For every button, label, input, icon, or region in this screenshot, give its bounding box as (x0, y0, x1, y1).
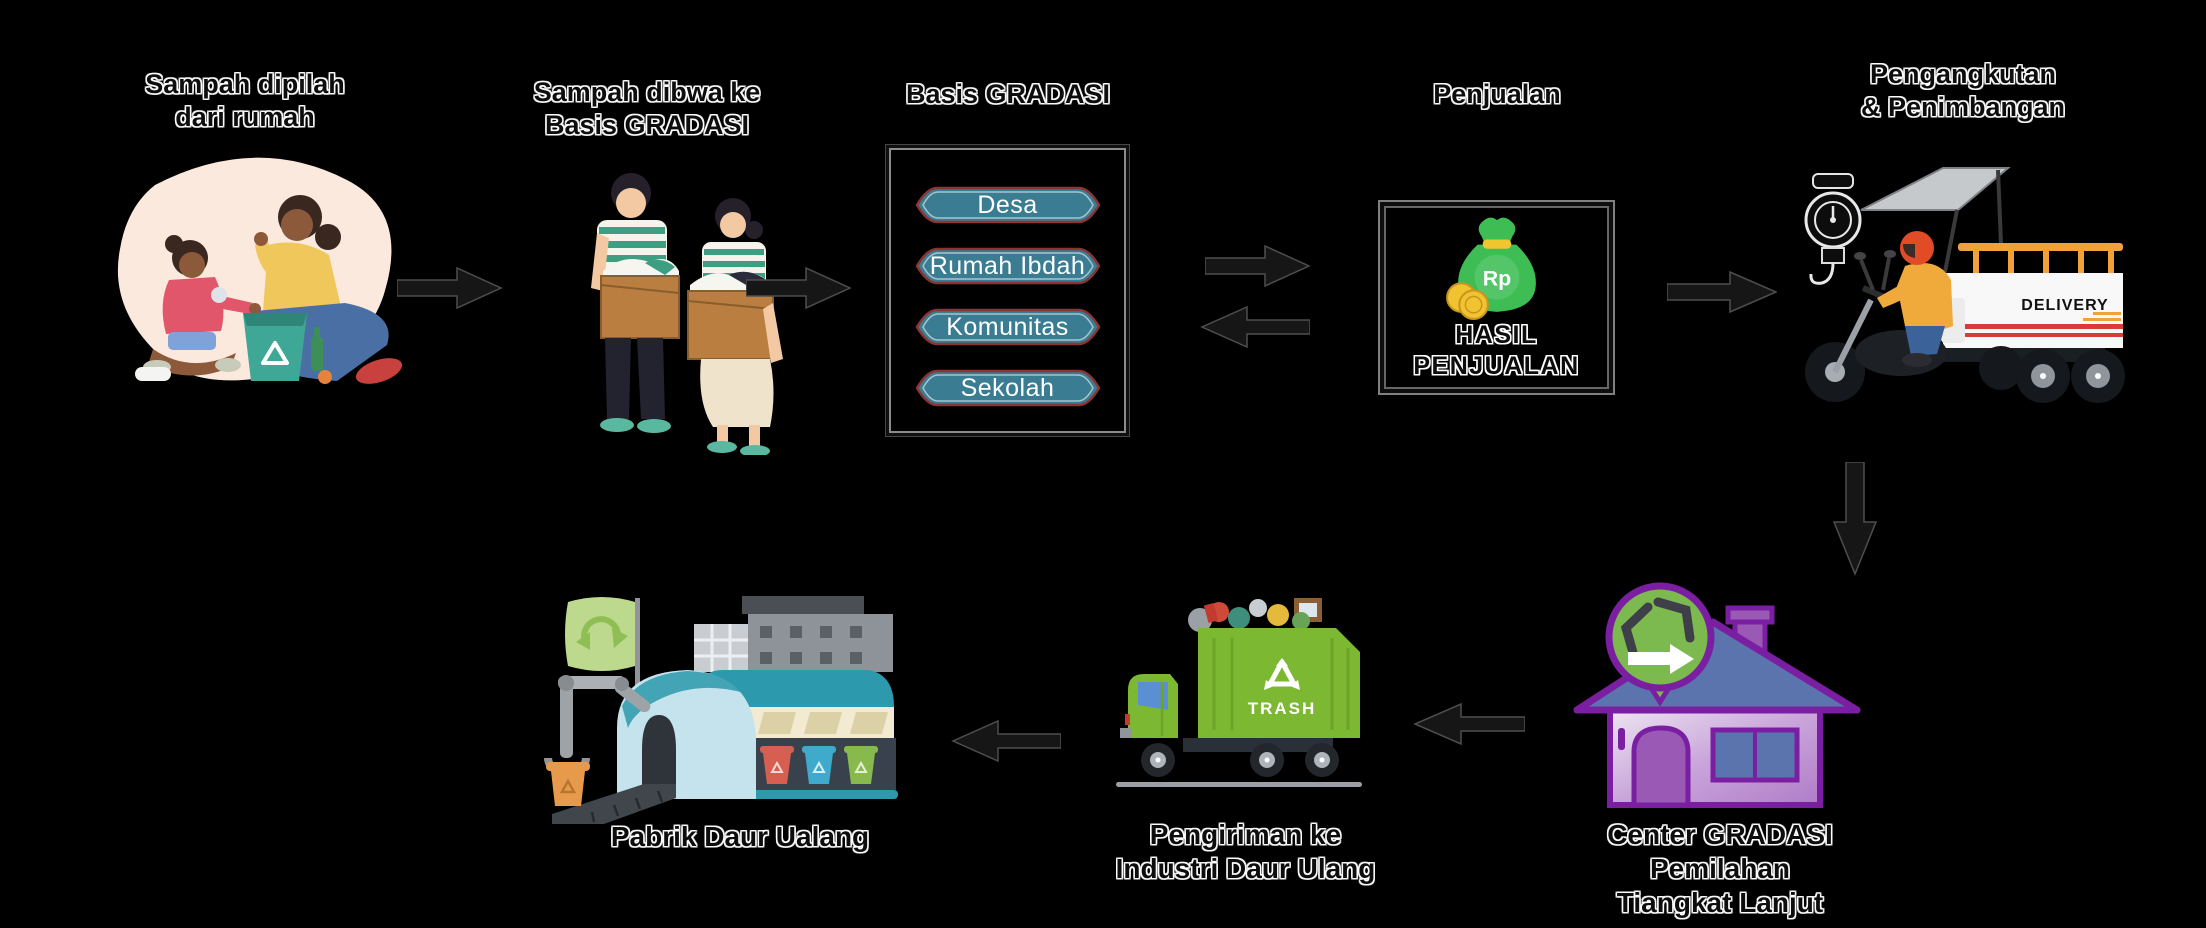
wheel (1979, 346, 2023, 390)
label-line: & Penimbangan (1860, 91, 2066, 122)
recycle-badge (1605, 582, 1715, 707)
cardboard-box-2 (687, 271, 774, 360)
label-pabrik: Pabrik Daur Ualang (560, 820, 920, 854)
house-door (1631, 725, 1691, 808)
helmet (1900, 231, 1934, 265)
hasil-penjualan-box: Rp HASIL PENJUALAN (1380, 202, 1613, 393)
illustration-delivery-trike: DELIVERY (1804, 167, 2125, 403)
man-pants (605, 338, 665, 419)
hasil-penjualan-text: HASIL PENJUALAN (1413, 320, 1579, 383)
green-bin (844, 746, 878, 784)
woman-sweater (263, 242, 341, 316)
arrow-left-icon (1200, 305, 1310, 349)
illustration-trash-truck: TRASH (1116, 598, 1362, 787)
label-line: Pengangkutan (1869, 59, 2057, 89)
basis-badge-desa: Desa (913, 184, 1103, 226)
wheel (1250, 743, 1284, 777)
factory-buildings (694, 596, 893, 672)
money-bag-icon: Rp (1445, 217, 1536, 320)
label-line: Basis GRADASI (905, 79, 1111, 109)
recycle-icon (1620, 597, 1695, 674)
wheel (1305, 743, 1339, 777)
arrow-left-icon (1413, 702, 1525, 746)
badge-shape (915, 369, 1100, 407)
basis-badge-sekolah: Sekolah (913, 367, 1103, 409)
illustration-couple-carrying-boxes (591, 173, 783, 455)
recycle-icon (576, 616, 628, 650)
red-bin (760, 746, 794, 784)
cargo-bed: DELIVERY (1943, 243, 2123, 348)
label-line: Basis GRADASI (544, 109, 750, 140)
badge-label: Rumah Ibdah (929, 251, 1086, 280)
illustration-center-gradasi-house (1573, 582, 1861, 808)
label-sort-home: Sampah dipilah dari rumah (85, 68, 405, 134)
badge-label: Desa (977, 190, 1038, 219)
arrow-right-icon (397, 267, 502, 309)
label-pengiriman: Pengiriman ke Industri Daur Ulang (1063, 818, 1428, 886)
woman-skirt (700, 359, 774, 427)
arrow-right-icon (746, 267, 851, 309)
label-pengangkutan: Pengangkutan & Penimbangan (1803, 58, 2123, 124)
label-line: Industri Daur Ulang (1115, 853, 1376, 885)
rider (1877, 231, 1965, 367)
trash-pile (1188, 598, 1322, 632)
girl-sweater (162, 277, 224, 334)
rider-jeans (1905, 326, 1945, 356)
badge-label: Komunitas (946, 312, 1069, 341)
label-line: Pengiriman ke (1149, 819, 1342, 850)
blue-bin (802, 746, 836, 784)
robot-arm (544, 675, 651, 806)
illustration-family-sorting-waste (117, 157, 403, 384)
badge-shape (915, 247, 1100, 285)
badge-shape (915, 186, 1100, 224)
basis-gradasi-box: Desa Rumah Ibdah Komunitas Sekolah (886, 145, 1129, 436)
recycle-bin (243, 313, 307, 381)
label-basis-gradasi: Basis GRADASI (848, 78, 1168, 111)
wheel (1141, 743, 1175, 777)
conveyor-belt (552, 784, 676, 824)
label-line: Pemilahan (1649, 853, 1791, 885)
hanging-scale-icon (1804, 173, 1862, 285)
label-line: Sampah dipilah (145, 69, 345, 99)
basis-badge-komunitas: Komunitas (913, 306, 1103, 348)
illustration-recycling-factory (544, 596, 898, 824)
label-line: Pabrik Daur Ualang (610, 821, 870, 852)
cardboard-box-1 (600, 259, 680, 339)
label-line: Center GRADASI (1607, 819, 1833, 850)
trike-canopy (1860, 167, 2011, 211)
orange-bin (546, 762, 590, 806)
dome-arch (642, 715, 676, 793)
badge-shape (915, 308, 1100, 346)
hasil-line: HASIL (1455, 321, 1538, 349)
arrow-right-icon (1205, 245, 1310, 287)
delivery-label: DELIVERY (2021, 297, 2108, 314)
trash-label: TRASH (1248, 699, 1317, 718)
arrow-right-icon (1667, 271, 1777, 313)
arrow-left-icon (951, 720, 1061, 762)
label-line: Sampah dibwa ke (533, 77, 761, 107)
basis-badge-rumah-ibdah: Rumah Ibdah (913, 245, 1103, 287)
arrow-down-icon (1833, 462, 1877, 576)
label-line: dari rumah (175, 101, 315, 132)
label-line: Penjualan (1433, 79, 1561, 109)
label-line: Tiangkat Lanjut (1616, 887, 1824, 919)
recycle-flag (565, 597, 640, 693)
truck-box: TRASH (1198, 628, 1360, 738)
label-penjualan: Penjualan (1337, 78, 1657, 111)
penjualan-line: PENJUALAN (1413, 352, 1580, 381)
label-bring-to-basis: Sampah dibwa ke Basis GRADASI (487, 76, 807, 142)
badge-label: Sekolah (960, 373, 1055, 402)
truck-cab (1120, 674, 1178, 738)
recycle-icon (1264, 658, 1300, 690)
label-center-gradasi: Center GRADASI Pemilahan Tiangkat Lanjut (1540, 818, 1900, 920)
currency-label: Rp (1482, 266, 1511, 290)
coin-icon (1457, 289, 1489, 320)
recycle-icon (261, 341, 289, 365)
